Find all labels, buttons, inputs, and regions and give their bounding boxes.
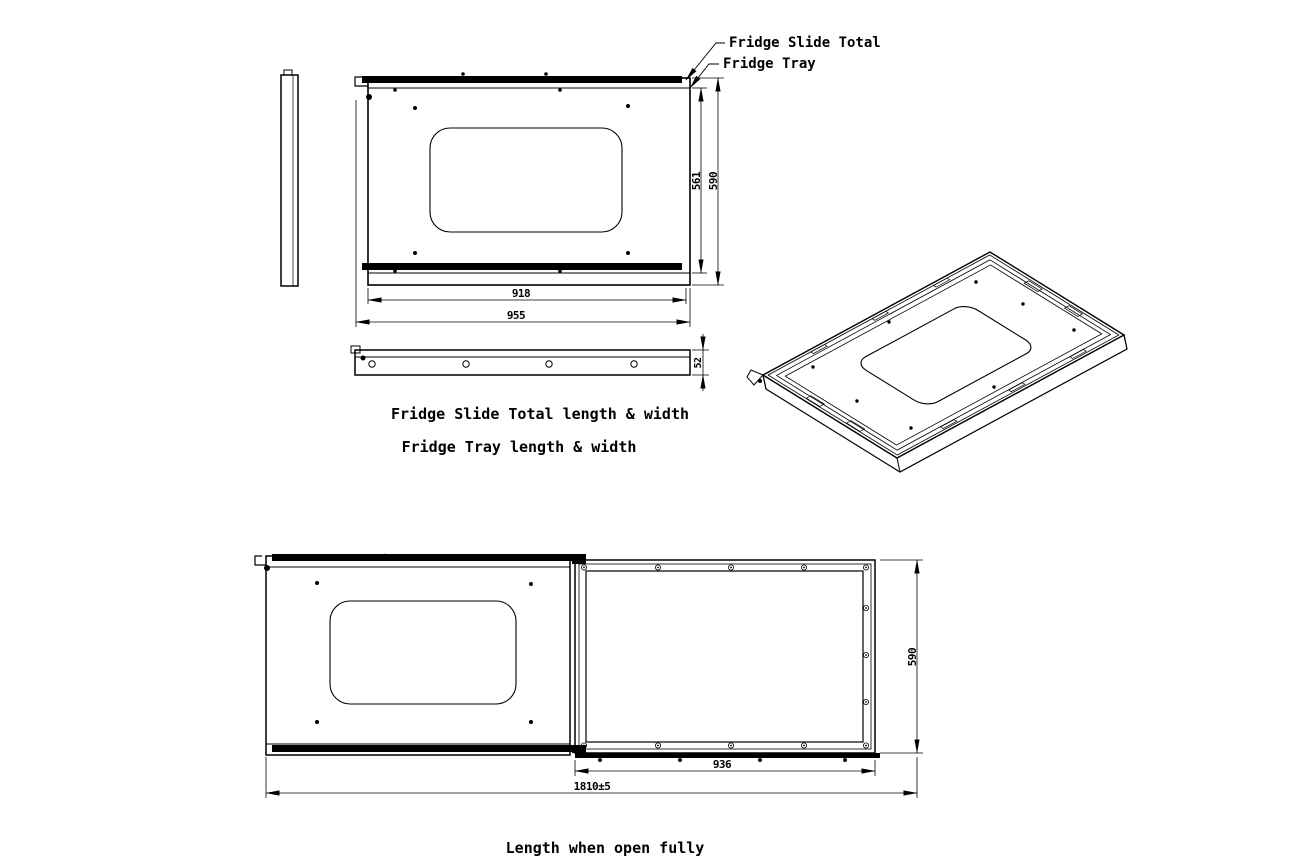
tray-cutout — [429, 127, 623, 233]
iso-latch — [746, 369, 764, 386]
open-view-dims — [265, 559, 923, 798]
isometric-view — [747, 252, 1127, 472]
callouts — [685, 42, 725, 89]
dim-open-total-length: 1810±5 — [574, 780, 611, 793]
rail-end-view — [280, 69, 299, 287]
caption-slide-total: Fridge Slide Total length & width — [391, 405, 689, 423]
hole-dots — [393, 72, 630, 273]
top-view-horizontal-dims — [355, 100, 691, 327]
open-tray — [574, 559, 876, 754]
caption-open-length: Length when open fully — [506, 839, 705, 857]
top-view-vertical-dims — [692, 77, 724, 286]
top-rail-bar — [362, 76, 682, 83]
dim-tray-inner-height: 561 — [690, 171, 703, 190]
extended-slide-bar — [575, 753, 880, 758]
open-tray-holes — [581, 564, 870, 749]
open-latch-hook — [254, 555, 266, 566]
iso-cutout — [854, 303, 1038, 408]
rail-side-view — [350, 345, 691, 376]
dim-slide-outer-height: 590 — [707, 172, 720, 190]
open-view — [254, 553, 880, 762]
latch-hook — [354, 76, 368, 87]
callout-slide-total: Fridge Slide Total — [729, 35, 881, 51]
dim-tray-width: 918 — [512, 287, 530, 300]
dim-rail-thickness: 52 — [693, 357, 704, 369]
callout-tray: Fridge Tray — [723, 56, 816, 72]
bottom-rail-bar — [362, 263, 682, 270]
open-top-rail-bar — [272, 554, 586, 561]
dim-slide-total-width: 955 — [507, 309, 525, 322]
open-bottom-rail-bar — [272, 745, 586, 752]
top-view — [354, 72, 691, 286]
iso-hole-dots — [811, 280, 1076, 430]
caption-tray: Fridge Tray length & width — [402, 438, 637, 456]
dim-open-height: 590 — [906, 648, 919, 666]
dim-open-tray-length: 936 — [713, 758, 732, 771]
open-cutout — [329, 600, 517, 705]
rail-thickness-dim — [692, 334, 709, 391]
